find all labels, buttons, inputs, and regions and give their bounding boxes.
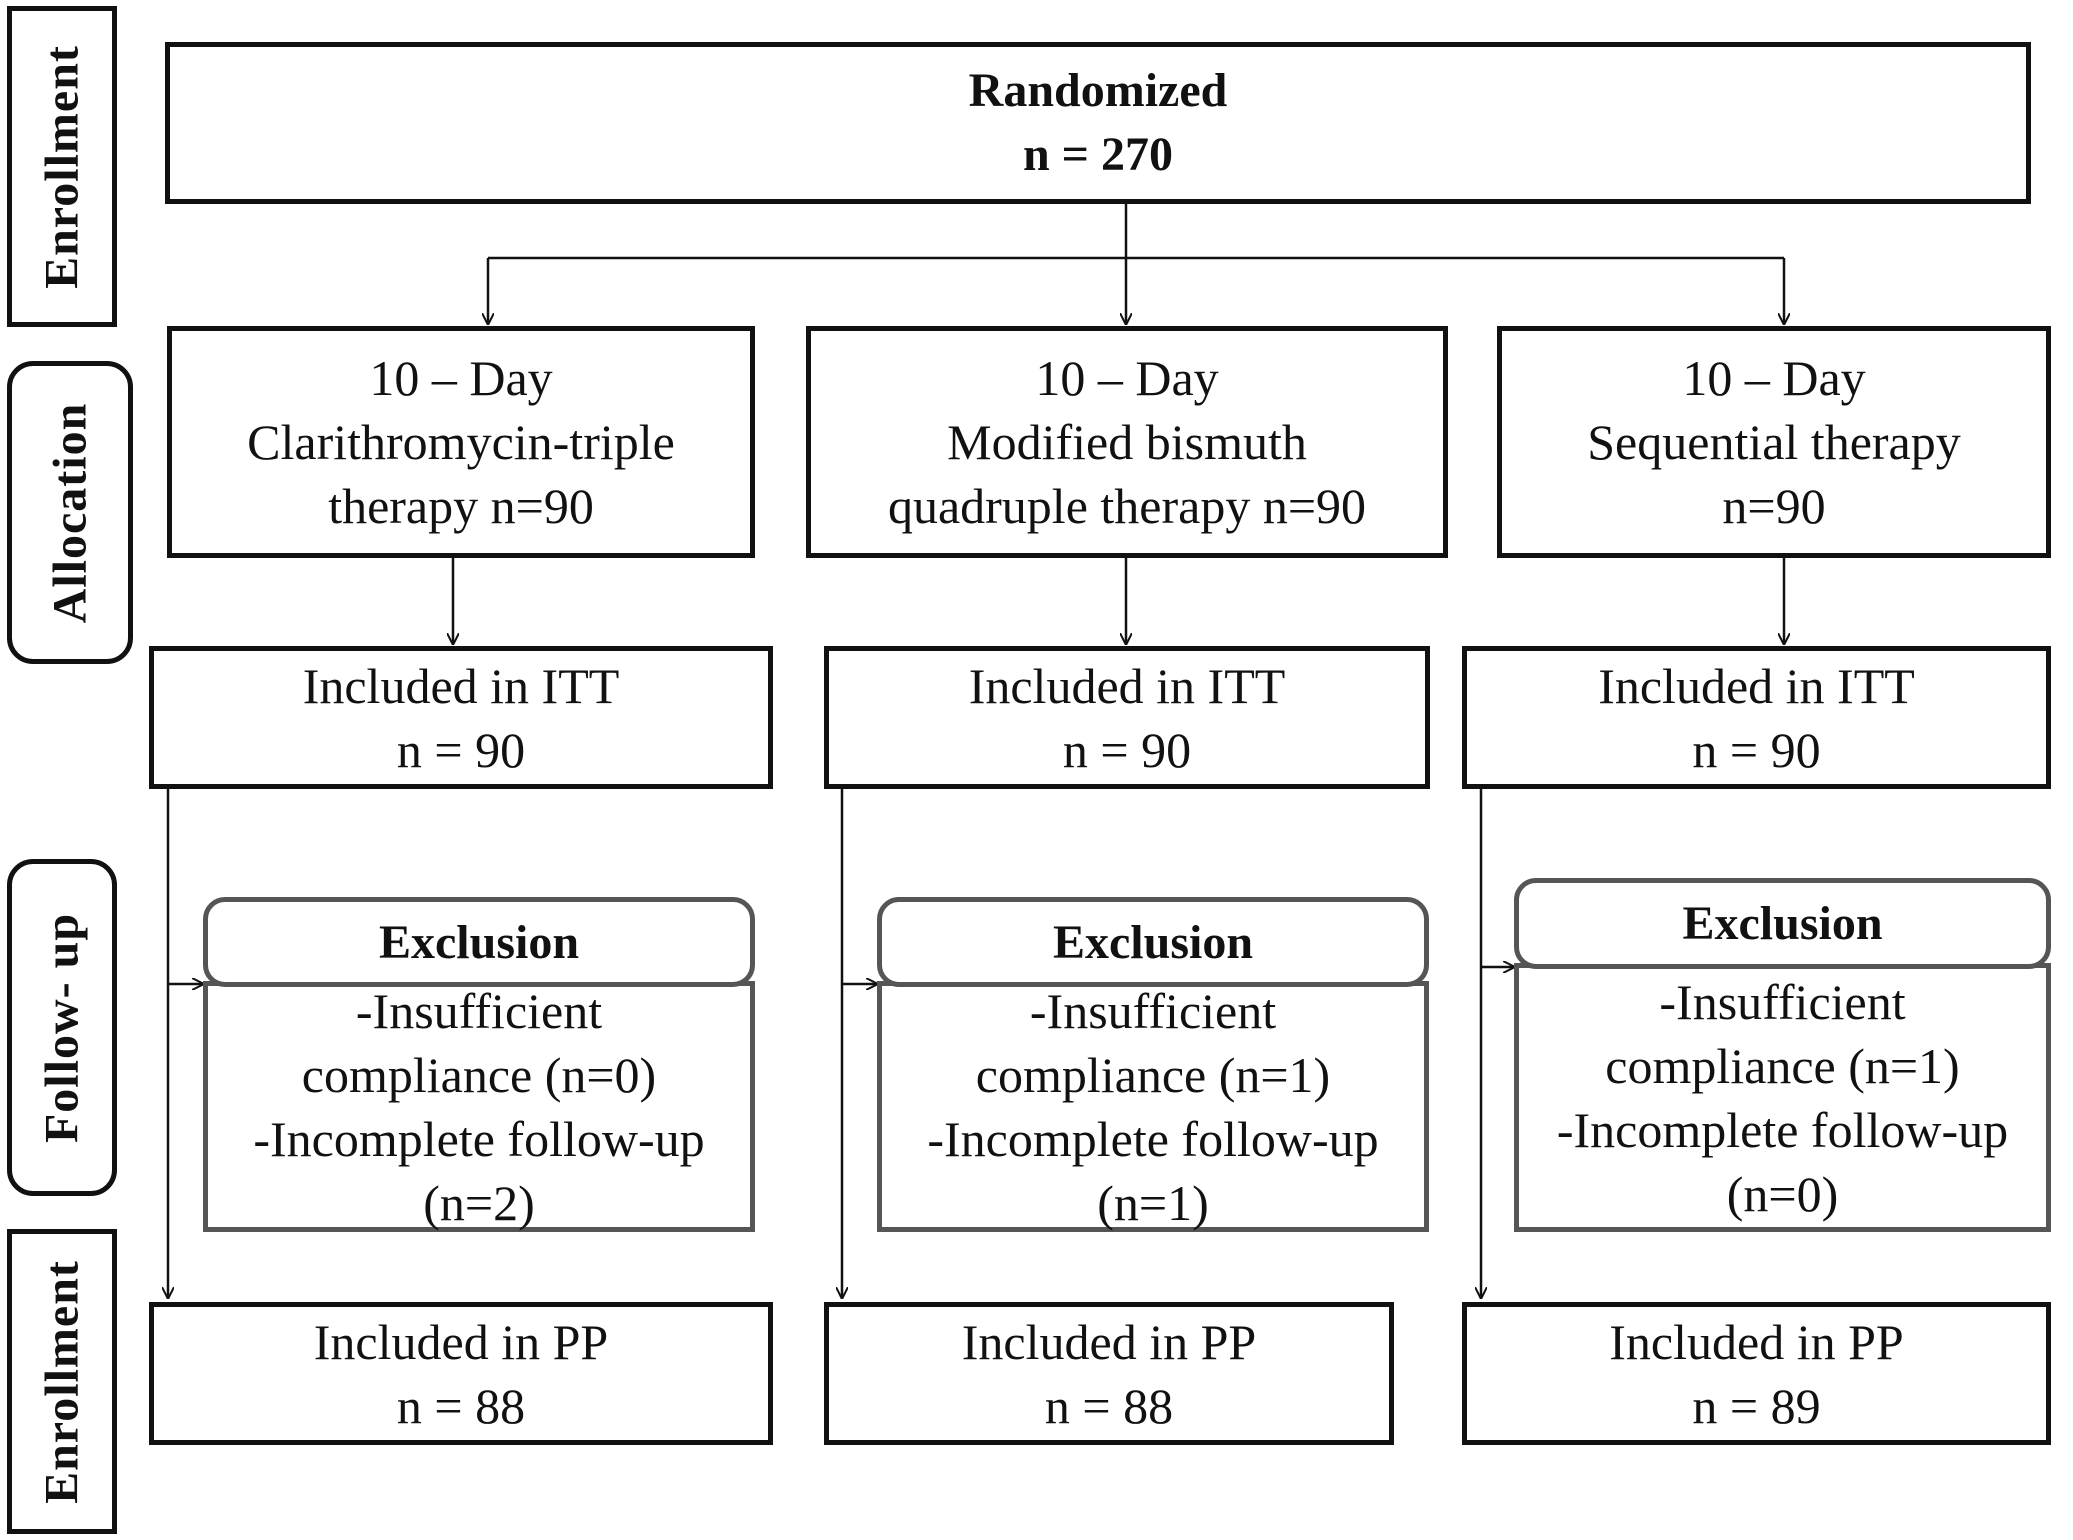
allocation-3-line-2: Sequential therapy [1587,414,1961,470]
pp-box-2: Included in PP n = 88 [824,1302,1394,1445]
exclusion-3-line-1: -Insufficient [1659,973,1906,1030]
itt-box-3: Included in ITT n = 90 [1462,646,2051,789]
pp-1-count: n = 88 [396,1377,526,1434]
stage-allocation-label: Allocation [43,402,97,623]
stage-enrollment-bottom: Enrollment [7,1229,117,1534]
exclusion-2-line-4: (n=1) [1097,1174,1209,1231]
exclusion-2-line-2: compliance (n=1) [975,1046,1331,1103]
itt-3-label: Included in ITT [1598,657,1915,714]
stage-follow-up-label: Follow- up [35,912,89,1143]
allocation-2-line-2: Modified bismuth [947,414,1307,470]
pp-box-1: Included in PP n = 88 [149,1302,773,1445]
exclusion-header-2: Exclusion [877,897,1429,987]
pp-2-count: n = 88 [1044,1377,1174,1434]
allocation-3-line-1: 10 – Day [1682,350,1866,406]
exclusion-1-line-1: -Insufficient [355,982,603,1039]
exclusion-3-title: Exclusion [1682,897,1883,950]
allocation-box-1: 10 – Day Clarithromycin-triple therapy n… [167,326,755,558]
exclusion-2-line-3: -Incomplete follow-up [927,1110,1379,1167]
exclusion-2-title: Exclusion [1052,915,1254,969]
exclusion-1-title: Exclusion [378,915,580,969]
exclusion-header-1: Exclusion [203,897,755,987]
exclusion-1-line-4: (n=2) [423,1174,535,1231]
allocation-1-line-2: Clarithromycin-triple [247,414,675,470]
pp-box-3: Included in PP n = 89 [1462,1302,2051,1445]
itt-2-count: n = 90 [1062,721,1192,778]
randomized-box: Randomized n = 270 [165,42,2031,204]
allocation-3-line-3: n=90 [1722,478,1826,534]
stage-allocation: Allocation [7,361,133,664]
allocation-box-3: 10 – Day Sequential therapy n=90 [1497,326,2051,558]
exclusion-body-1: -Insufficient compliance (n=0) -Incomple… [203,981,755,1232]
itt-box-2: Included in ITT n = 90 [824,646,1430,789]
allocation-1-line-3: therapy n=90 [328,478,594,534]
allocation-1-line-1: 10 – Day [369,350,553,406]
allocation-2-line-1: 10 – Day [1035,350,1219,406]
stage-follow-up: Follow- up [7,859,117,1196]
exclusion-2-line-1: -Insufficient [1029,982,1277,1039]
exclusion-3-line-4: (n=0) [1726,1165,1839,1222]
stage-enrollment-top-label: Enrollment [35,44,89,289]
stage-enrollment-top: Enrollment [7,6,117,327]
itt-box-1: Included in ITT n = 90 [149,646,773,789]
allocation-2-line-3: quadruple therapy n=90 [887,478,1367,534]
itt-1-label: Included in ITT [302,657,620,714]
pp-3-count: n = 89 [1692,1377,1821,1434]
allocation-box-2: 10 – Day Modified bismuth quadruple ther… [806,326,1448,558]
itt-3-count: n = 90 [1692,721,1821,778]
itt-1-count: n = 90 [396,721,526,778]
randomized-count: n = 270 [1022,128,1174,181]
exclusion-body-3: -Insufficient compliance (n=1) -Incomple… [1514,963,2051,1232]
itt-2-label: Included in ITT [968,657,1286,714]
exclusion-body-2: -Insufficient compliance (n=1) -Incomple… [877,981,1429,1232]
exclusion-3-line-3: -Incomplete follow-up [1556,1101,2009,1158]
exclusion-1-line-2: compliance (n=0) [301,1046,657,1103]
exclusion-1-line-3: -Incomplete follow-up [253,1110,705,1167]
pp-3-label: Included in PP [1609,1313,1904,1370]
randomized-title: Randomized [968,64,1228,117]
pp-2-label: Included in PP [961,1313,1257,1370]
stage-enrollment-bottom-label: Enrollment [35,1259,89,1504]
exclusion-header-3: Exclusion [1514,878,2051,969]
pp-1-label: Included in PP [313,1313,609,1370]
exclusion-3-line-2: compliance (n=1) [1605,1037,1960,1094]
